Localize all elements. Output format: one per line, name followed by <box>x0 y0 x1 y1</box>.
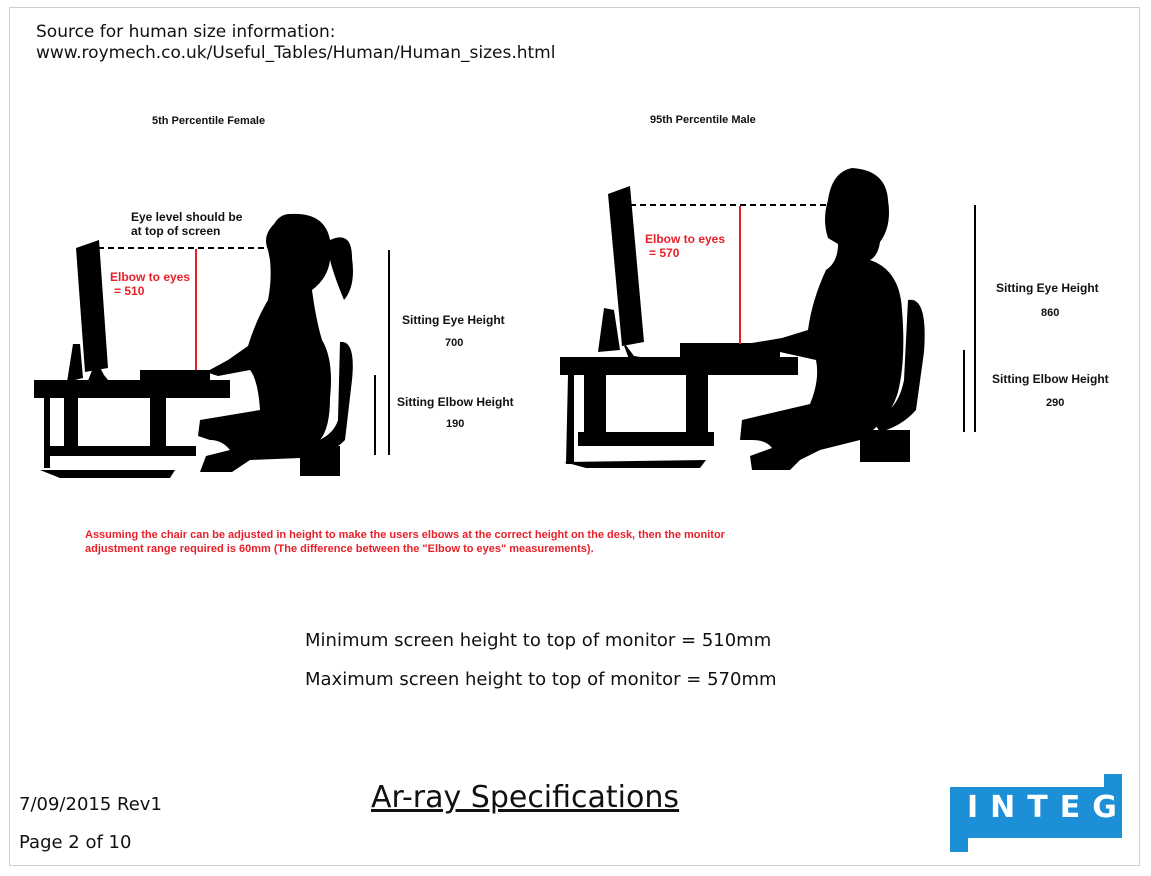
min-screen-height-statement: Minimum screen height to top of monitor … <box>305 630 772 651</box>
female-elbow-to-eyes-value: = 510 <box>114 284 145 298</box>
footer-page-number: Page 2 of 10 <box>19 832 132 853</box>
male-monitor-stand <box>622 340 660 362</box>
female-silhouette <box>198 213 353 472</box>
male-elbow-to-eyes-value: = 570 <box>649 246 680 260</box>
female-chair <box>300 341 353 456</box>
male-desk <box>560 357 798 375</box>
female-keyboard <box>140 370 210 380</box>
male-sitting-elbow-height-label: Sitting Elbow Height <box>992 372 1109 386</box>
female-sitting-eye-height-value: 700 <box>445 337 464 349</box>
male-monitor <box>608 186 644 346</box>
male-elbow-to-eyes-label: Elbow to eyes <box>645 232 726 246</box>
source-line-1: Source for human size information: <box>36 22 336 42</box>
male-sitting-eye-height-label: Sitting Eye Height <box>996 281 1099 295</box>
max-screen-height-statement: Maximum screen height to top of monitor … <box>305 669 777 690</box>
female-desk <box>34 380 230 398</box>
male-sitting-elbow-height-value: 290 <box>1046 397 1065 409</box>
footer-date-revision: 7/09/2015 Rev1 <box>19 794 162 815</box>
eye-level-note-2: at top of screen <box>131 224 221 238</box>
male-figure-title: 95th Percentile Male <box>650 114 756 126</box>
female-elbow-to-eyes-label: Elbow to eyes <box>110 270 191 284</box>
page-frame <box>9 7 1140 866</box>
female-sitting-eye-height-label: Sitting Eye Height <box>402 313 505 327</box>
source-url: www.roymech.co.uk/Useful_Tables/Human/Hu… <box>36 43 556 63</box>
female-sitting-elbow-height-label: Sitting Elbow Height <box>397 395 514 409</box>
female-illustration <box>34 213 390 478</box>
female-sitting-elbow-height-value: 190 <box>446 418 465 430</box>
document-title: Ar-ray Specifications <box>371 780 680 815</box>
female-monitor <box>76 240 108 372</box>
adjustment-range-note: Assuming the chair can be adjusted in he… <box>85 529 725 555</box>
female-figure-title: 5th Percentile Female <box>152 115 266 127</box>
male-silhouette <box>740 168 904 470</box>
integ-logo <box>950 774 1122 852</box>
male-chair <box>872 299 925 432</box>
eye-level-note-1: Eye level should be <box>131 210 243 224</box>
female-monitor-stand <box>86 360 112 386</box>
male-illustration <box>560 168 976 470</box>
source-note: Source for human size information: www.r… <box>36 22 555 64</box>
male-sitting-eye-height-value: 860 <box>1041 307 1060 319</box>
logo-text: INTEG <box>967 790 1129 825</box>
